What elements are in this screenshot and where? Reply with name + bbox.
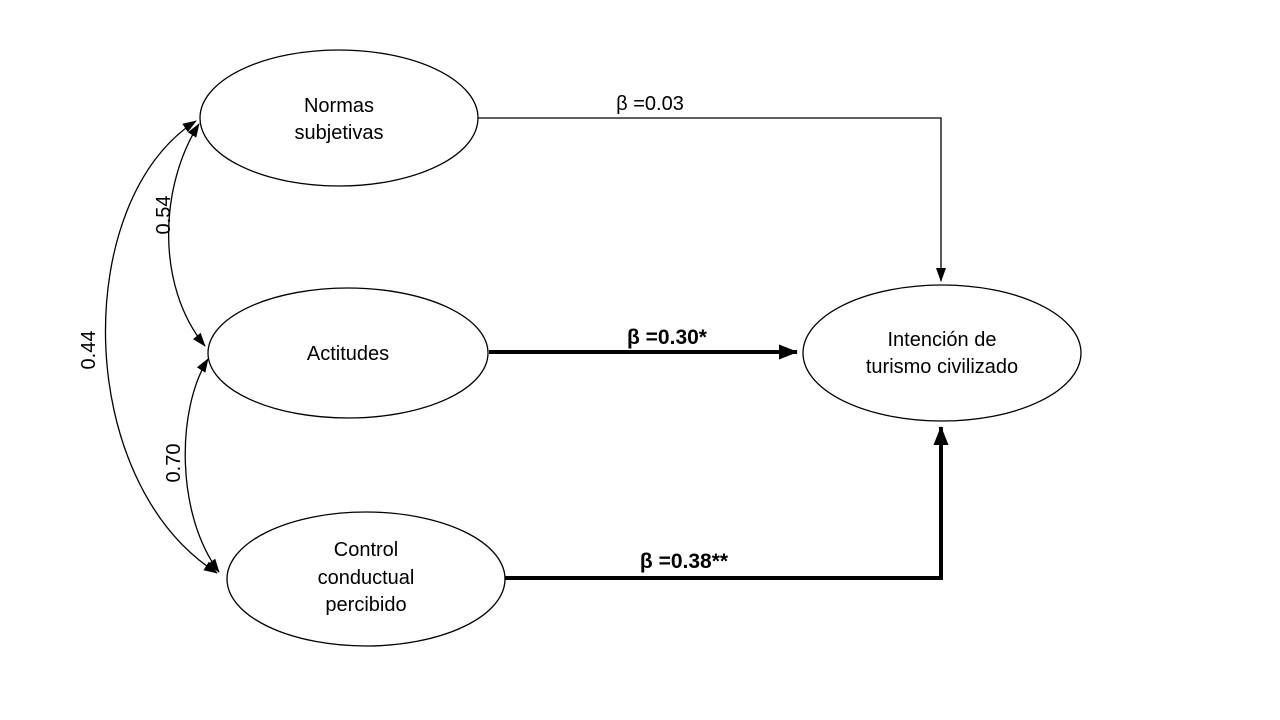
node-label-normas-line1: Normas xyxy=(304,95,374,117)
node-label-intencion-line1: Intención de xyxy=(888,329,997,351)
path-label-beta-actitudes: β =0.30* xyxy=(627,326,708,349)
path-arrow-control-to-intencion xyxy=(505,426,949,580)
node-label-control-line2: conductual xyxy=(318,567,415,589)
correlation-label-normas-actitudes: 0.54 xyxy=(153,196,175,235)
correlation-curve-normas-control xyxy=(104,120,218,574)
node-ellipse-control-conductual xyxy=(226,511,506,647)
node-ellipse-actitudes xyxy=(207,287,489,419)
node-ellipse-normas-subjetivas xyxy=(199,49,479,187)
node-label-normas-line2: subjetivas xyxy=(295,122,384,144)
node-label-actitudes: Actitudes xyxy=(307,343,389,365)
path-label-beta-normas: β =0.03 xyxy=(616,93,684,115)
node-label-intencion-line2: turismo civilizado xyxy=(866,356,1018,378)
correlation-curve-actitudes-control xyxy=(184,358,220,573)
correlation-label-normas-control: 0.44 xyxy=(78,331,100,370)
path-label-beta-control: β =0.38** xyxy=(640,550,729,573)
path-arrow-normas-to-intencion xyxy=(478,117,946,282)
node-label-control-line1: Control xyxy=(334,539,398,561)
correlation-label-actitudes-control: 0.70 xyxy=(163,444,185,483)
node-label-control-line3: percibido xyxy=(325,594,406,616)
node-ellipse-intencion-turismo xyxy=(802,284,1082,422)
